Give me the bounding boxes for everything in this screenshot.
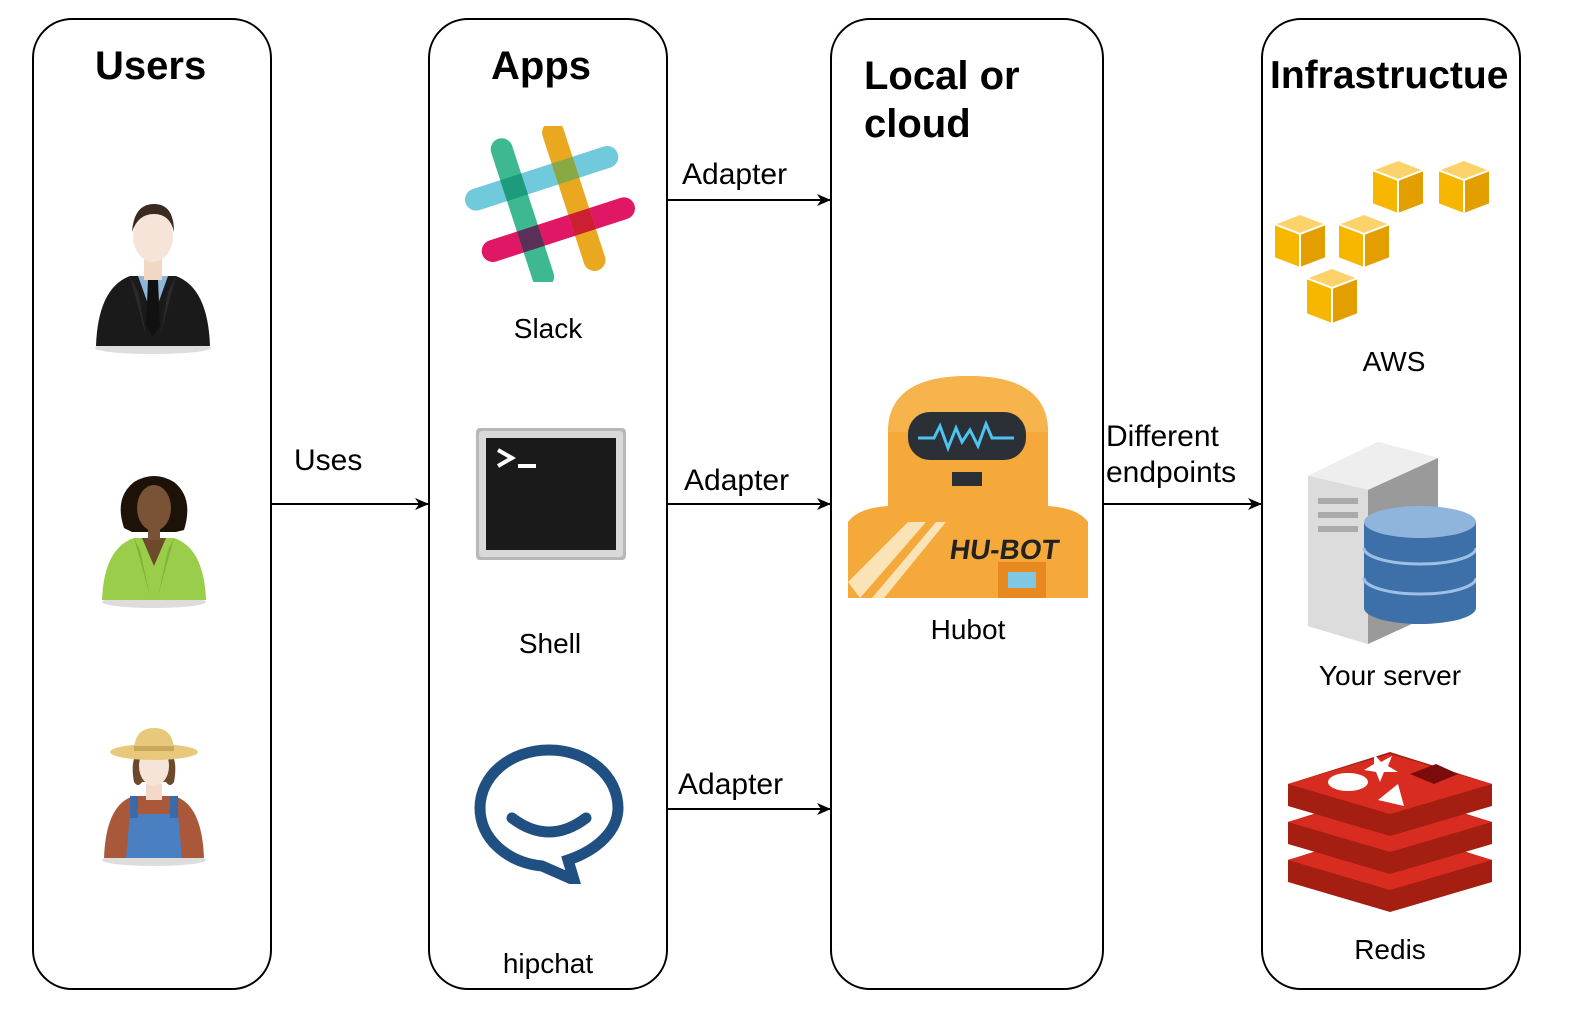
hipchat-label: hipchat: [502, 948, 594, 979]
apps-title: Apps: [491, 44, 591, 88]
server-database-icon: [1308, 442, 1476, 644]
businesswoman-icon: [102, 476, 206, 608]
users-title: Users: [95, 44, 207, 88]
endpoints-label-line1: Different: [1106, 420, 1219, 453]
infrastructure-title: Infrastructue: [1270, 54, 1509, 97]
aws-cubes-icon: [1272, 158, 1493, 326]
hosting-title-line1: Local or: [864, 54, 1020, 98]
adapter-label-1: Adapter: [682, 158, 788, 191]
uses-label: Uses: [294, 444, 363, 477]
slack-label: Slack: [513, 313, 583, 344]
hosting-title-line2: cloud: [864, 102, 971, 146]
endpoints-label-line2: endpoints: [1106, 456, 1237, 489]
redis-label: Redis: [1354, 934, 1426, 965]
shell-label: Shell: [518, 628, 582, 659]
hipchat-logo-icon: [474, 744, 624, 884]
hubot-badge: HU-BOT: [947, 534, 1062, 565]
farmer-icon: [102, 728, 206, 866]
terminal-icon: [476, 428, 626, 560]
adapter-label-2: Adapter: [684, 464, 790, 497]
hubot-robot-icon: [848, 376, 1088, 598]
hubot-label: Hubot: [930, 614, 1006, 645]
your-server-label: Your server: [1318, 660, 1462, 691]
aws-label: AWS: [1362, 346, 1426, 377]
slack-logo-icon: [465, 126, 635, 282]
adapter-label-3: Adapter: [678, 768, 784, 801]
redis-logo-icon: [1288, 752, 1492, 912]
businessman-icon: [95, 204, 211, 354]
